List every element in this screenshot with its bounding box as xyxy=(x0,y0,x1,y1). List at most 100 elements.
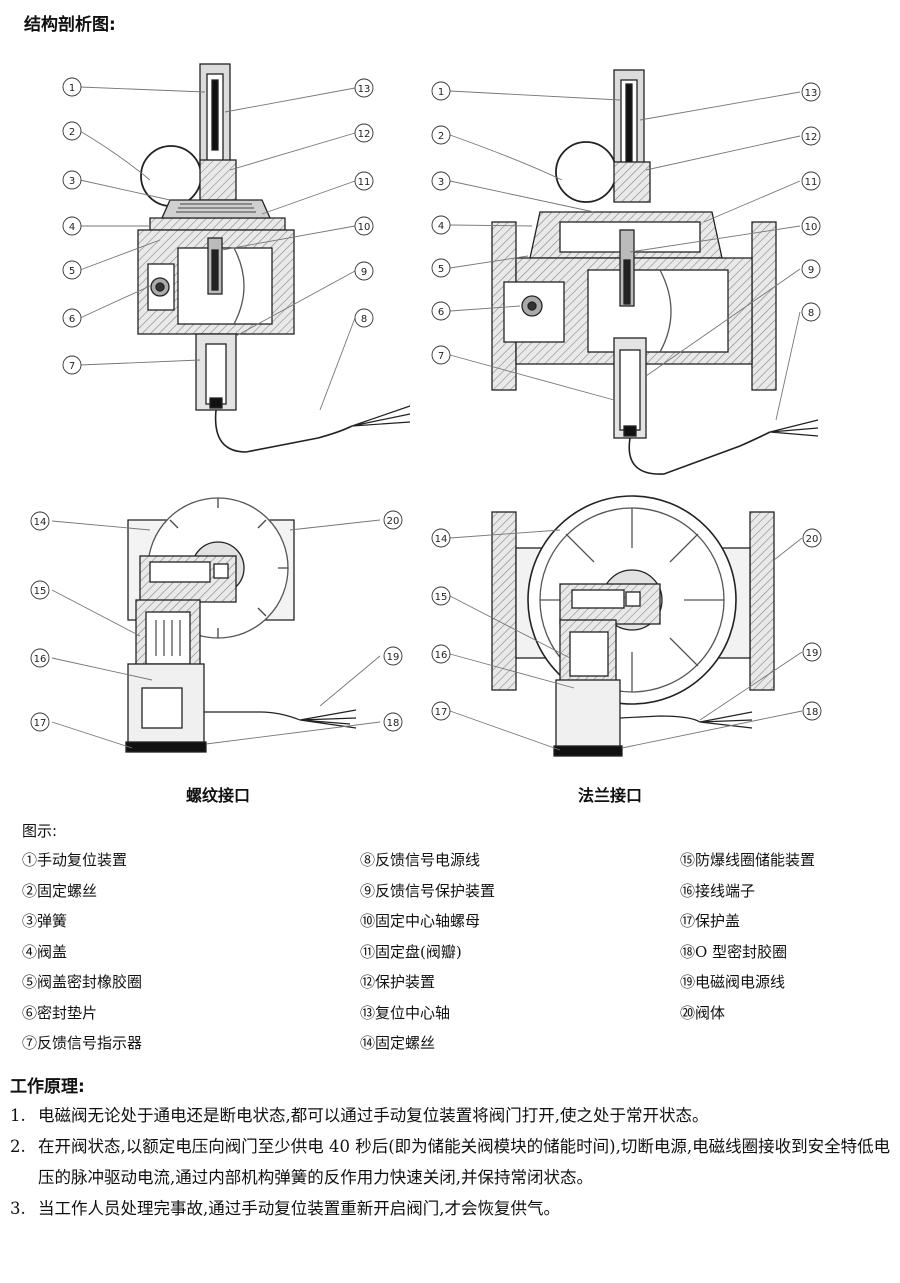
svg-text:5: 5 xyxy=(69,266,75,277)
legend-marker: ⑤ xyxy=(22,973,38,991)
callout-12-left: 12 xyxy=(354,123,374,143)
callout-8-right: 8 xyxy=(801,302,821,322)
legend-title: 图示: xyxy=(22,822,58,840)
svg-text:18: 18 xyxy=(806,707,819,718)
legend-marker: ⑪ xyxy=(360,942,376,961)
callout-8-left: 8 xyxy=(354,308,374,328)
svg-text:10: 10 xyxy=(805,222,818,233)
legend-marker: ⑭ xyxy=(360,1034,376,1052)
side-left-leader-lines xyxy=(51,519,381,749)
svg-text:14: 14 xyxy=(34,517,47,528)
legend-item: ⑦反馈信号指示器 xyxy=(22,1028,302,1059)
legend-text: 弹簧 xyxy=(37,912,68,930)
callout-14-left: 14 xyxy=(30,511,50,531)
callout-5-left: 5 xyxy=(62,260,82,280)
callout-16-right: 16 xyxy=(431,644,451,664)
principle-text: 电磁阀无论处于通电还是断电状态,都可以通过手动复位装置将阀门打开,使之处于常开状… xyxy=(38,1106,709,1125)
legend-item: ⑮防爆线圈储能装置 xyxy=(680,845,900,876)
svg-text:9: 9 xyxy=(361,267,367,278)
section-title: 结构剖析图: xyxy=(24,15,116,35)
svg-text:20: 20 xyxy=(387,516,400,527)
svg-text:11: 11 xyxy=(805,177,818,188)
svg-text:6: 6 xyxy=(438,307,444,318)
legend-text: 接线端子 xyxy=(695,881,756,900)
threaded-valve-side-view xyxy=(125,497,357,753)
principle-text: 当工作人员处理完事故,通过手动复位装置重新开启阀门,才会恢复供气。 xyxy=(38,1199,560,1218)
svg-text:4: 4 xyxy=(69,222,75,233)
callout-18-right: 18 xyxy=(802,701,822,721)
legend-item: ⑤阀盖密封橡胶圈 xyxy=(22,967,302,998)
legend-item: ⑰保护盖 xyxy=(680,906,900,937)
svg-text:16: 16 xyxy=(435,650,448,661)
svg-text:6: 6 xyxy=(69,314,75,325)
callout-13-left: 13 xyxy=(354,78,374,98)
svg-text:20: 20 xyxy=(806,534,819,545)
svg-text:8: 8 xyxy=(361,314,367,325)
caption-flange: 法兰接口 xyxy=(577,786,642,805)
callout-19-left: 19 xyxy=(383,646,403,666)
callout-markers: 1 2 3 4 5 6 7 13 12 11 10 9 8 1 2 3 4 5 … xyxy=(30,77,822,732)
svg-text:13: 13 xyxy=(805,88,818,99)
principle-number: 2. xyxy=(10,1137,26,1156)
svg-text:12: 12 xyxy=(805,132,818,143)
principle-title: 工作原理: xyxy=(10,1077,85,1097)
legend-item: ⑲电磁阀电源线 xyxy=(680,967,900,998)
legend-marker: ⑮ xyxy=(680,851,696,869)
callout-1-right: 1 xyxy=(431,81,451,101)
legend-marker: ⑨ xyxy=(360,881,376,900)
svg-text:2: 2 xyxy=(438,131,444,142)
callout-3-left: 3 xyxy=(62,170,82,190)
legend-item: ⑭固定螺丝 xyxy=(360,1028,640,1059)
legend-item: ④阀盖 xyxy=(22,937,302,968)
callout-6-left: 6 xyxy=(62,308,82,328)
legend-item: ⑩固定中心轴螺母 xyxy=(360,906,640,937)
callout-4-right: 4 xyxy=(431,215,451,235)
principle-list: 1. 电磁阀无论处于通电还是断电状态,都可以通过手动复位装置将阀门打开,使之处于常… xyxy=(10,1100,895,1224)
callout-10-right: 10 xyxy=(801,216,821,236)
svg-text:17: 17 xyxy=(34,718,47,729)
principle-item: 2. 在开阀状态,以额定电压向阀门至少供电 40 秒后(即为储能关阀模块的储能时间… xyxy=(10,1131,895,1193)
legend-marker: ④ xyxy=(22,942,38,961)
flange-leader-lines xyxy=(449,90,801,421)
legend-text: 保护盖 xyxy=(695,912,741,930)
legend-item: ⑧反馈信号电源线 xyxy=(360,845,640,876)
legend-text: 阀盖 xyxy=(37,942,68,961)
callout-5-right: 5 xyxy=(431,258,451,278)
legend-text: 电磁阀电源线 xyxy=(695,973,786,991)
legend-marker: ⑳ xyxy=(680,1003,696,1022)
svg-text:19: 19 xyxy=(387,652,400,663)
svg-text:7: 7 xyxy=(438,351,444,362)
legend-item: ①手动复位装置 xyxy=(22,845,302,876)
legend-text: 固定中心轴螺母 xyxy=(375,912,481,930)
legend-item: ⑱O 型密封胶圈 xyxy=(680,937,900,968)
principle-number: 3. xyxy=(10,1199,26,1218)
callout-9-left: 9 xyxy=(354,261,374,281)
legend-marker: ⑰ xyxy=(680,912,696,930)
legend-item: ③弹簧 xyxy=(22,906,302,937)
legend-marker: ① xyxy=(22,851,38,869)
callout-4-left: 4 xyxy=(62,216,82,236)
svg-text:1: 1 xyxy=(69,83,75,94)
legend-text: 反馈信号指示器 xyxy=(37,1034,143,1052)
principle-number: 1. xyxy=(10,1106,26,1125)
legend-marker: ⑬ xyxy=(360,1003,376,1022)
threaded-leader-lines xyxy=(79,86,356,411)
svg-text:19: 19 xyxy=(806,648,819,659)
legend-marker: ② xyxy=(22,881,38,900)
flange-valve-side-view xyxy=(491,495,775,757)
svg-text:5: 5 xyxy=(438,264,444,275)
structure-diagram: 1 2 3 4 5 6 7 13 12 11 10 9 8 1 2 3 4 5 … xyxy=(30,63,822,757)
svg-text:9: 9 xyxy=(808,265,814,276)
svg-text:11: 11 xyxy=(358,177,371,188)
principle-text: 在开阀状态,以额定电压向阀门至少供电 40 秒后(即为储能关阀模块的储能时间),… xyxy=(38,1137,891,1187)
callout-2-right: 2 xyxy=(431,125,451,145)
legend-text: 固定盘(阀瓣) xyxy=(375,942,462,961)
callout-6-right: 6 xyxy=(431,301,451,321)
callout-3-right: 3 xyxy=(431,171,451,191)
svg-text:16: 16 xyxy=(34,654,47,665)
callout-11-right: 11 xyxy=(801,171,821,191)
callout-1-left: 1 xyxy=(62,77,82,97)
legend-marker: ⑲ xyxy=(680,973,696,991)
